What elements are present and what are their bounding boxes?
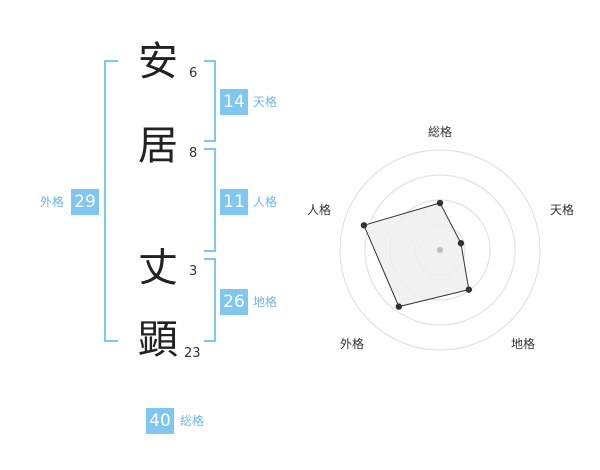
- radar-point: [436, 199, 444, 207]
- radar-label-jinkaku: 人格: [307, 203, 332, 217]
- chikaku-badge: 26: [220, 289, 248, 315]
- radar-label-chikaku: 地格: [511, 337, 536, 351]
- chikaku-label: 地格: [253, 295, 278, 309]
- chikaku-bracket: [204, 258, 216, 342]
- stroke-count-3: 3: [189, 264, 198, 279]
- jinkaku-badge: 11: [220, 189, 248, 215]
- stroke-count-2: 8: [189, 146, 198, 161]
- jinkaku-bracket: [204, 148, 216, 252]
- radar-label-gaikaku: 外格: [340, 337, 365, 351]
- stroke-count-1: 6: [189, 66, 198, 81]
- radar-ring: [364, 174, 516, 326]
- radar-label-tenkaku: 天格: [550, 203, 575, 217]
- radar-point: [457, 240, 465, 247]
- stroke-count-4: 23: [184, 346, 201, 361]
- tenkaku-bracket: [204, 60, 216, 142]
- soukaku-label: 総格: [180, 414, 205, 428]
- soukaku-badge: 40: [146, 408, 174, 434]
- name-char-4: 顕: [138, 317, 178, 363]
- radar-center-dot: [437, 247, 443, 253]
- radar-ring: [339, 149, 541, 351]
- radar-point: [360, 222, 368, 229]
- radar-point: [395, 303, 403, 310]
- tenkaku-badge: 14: [220, 89, 248, 115]
- name-char-3: 丈: [138, 245, 178, 291]
- name-char-2: 居: [138, 123, 178, 169]
- radar-area: [363, 202, 470, 308]
- radar-chart: [339, 149, 541, 351]
- gaikaku-bracket: [104, 60, 118, 342]
- tenkaku-label: 天格: [253, 95, 278, 109]
- name-char-1: 安: [138, 39, 178, 85]
- jinkaku-label: 人格: [253, 195, 278, 209]
- radar-point: [465, 286, 473, 293]
- gaikaku-label: 外格: [40, 195, 65, 209]
- gaikaku-badge: 29: [71, 189, 99, 215]
- radar-label-soukaku: 総格: [428, 125, 453, 139]
